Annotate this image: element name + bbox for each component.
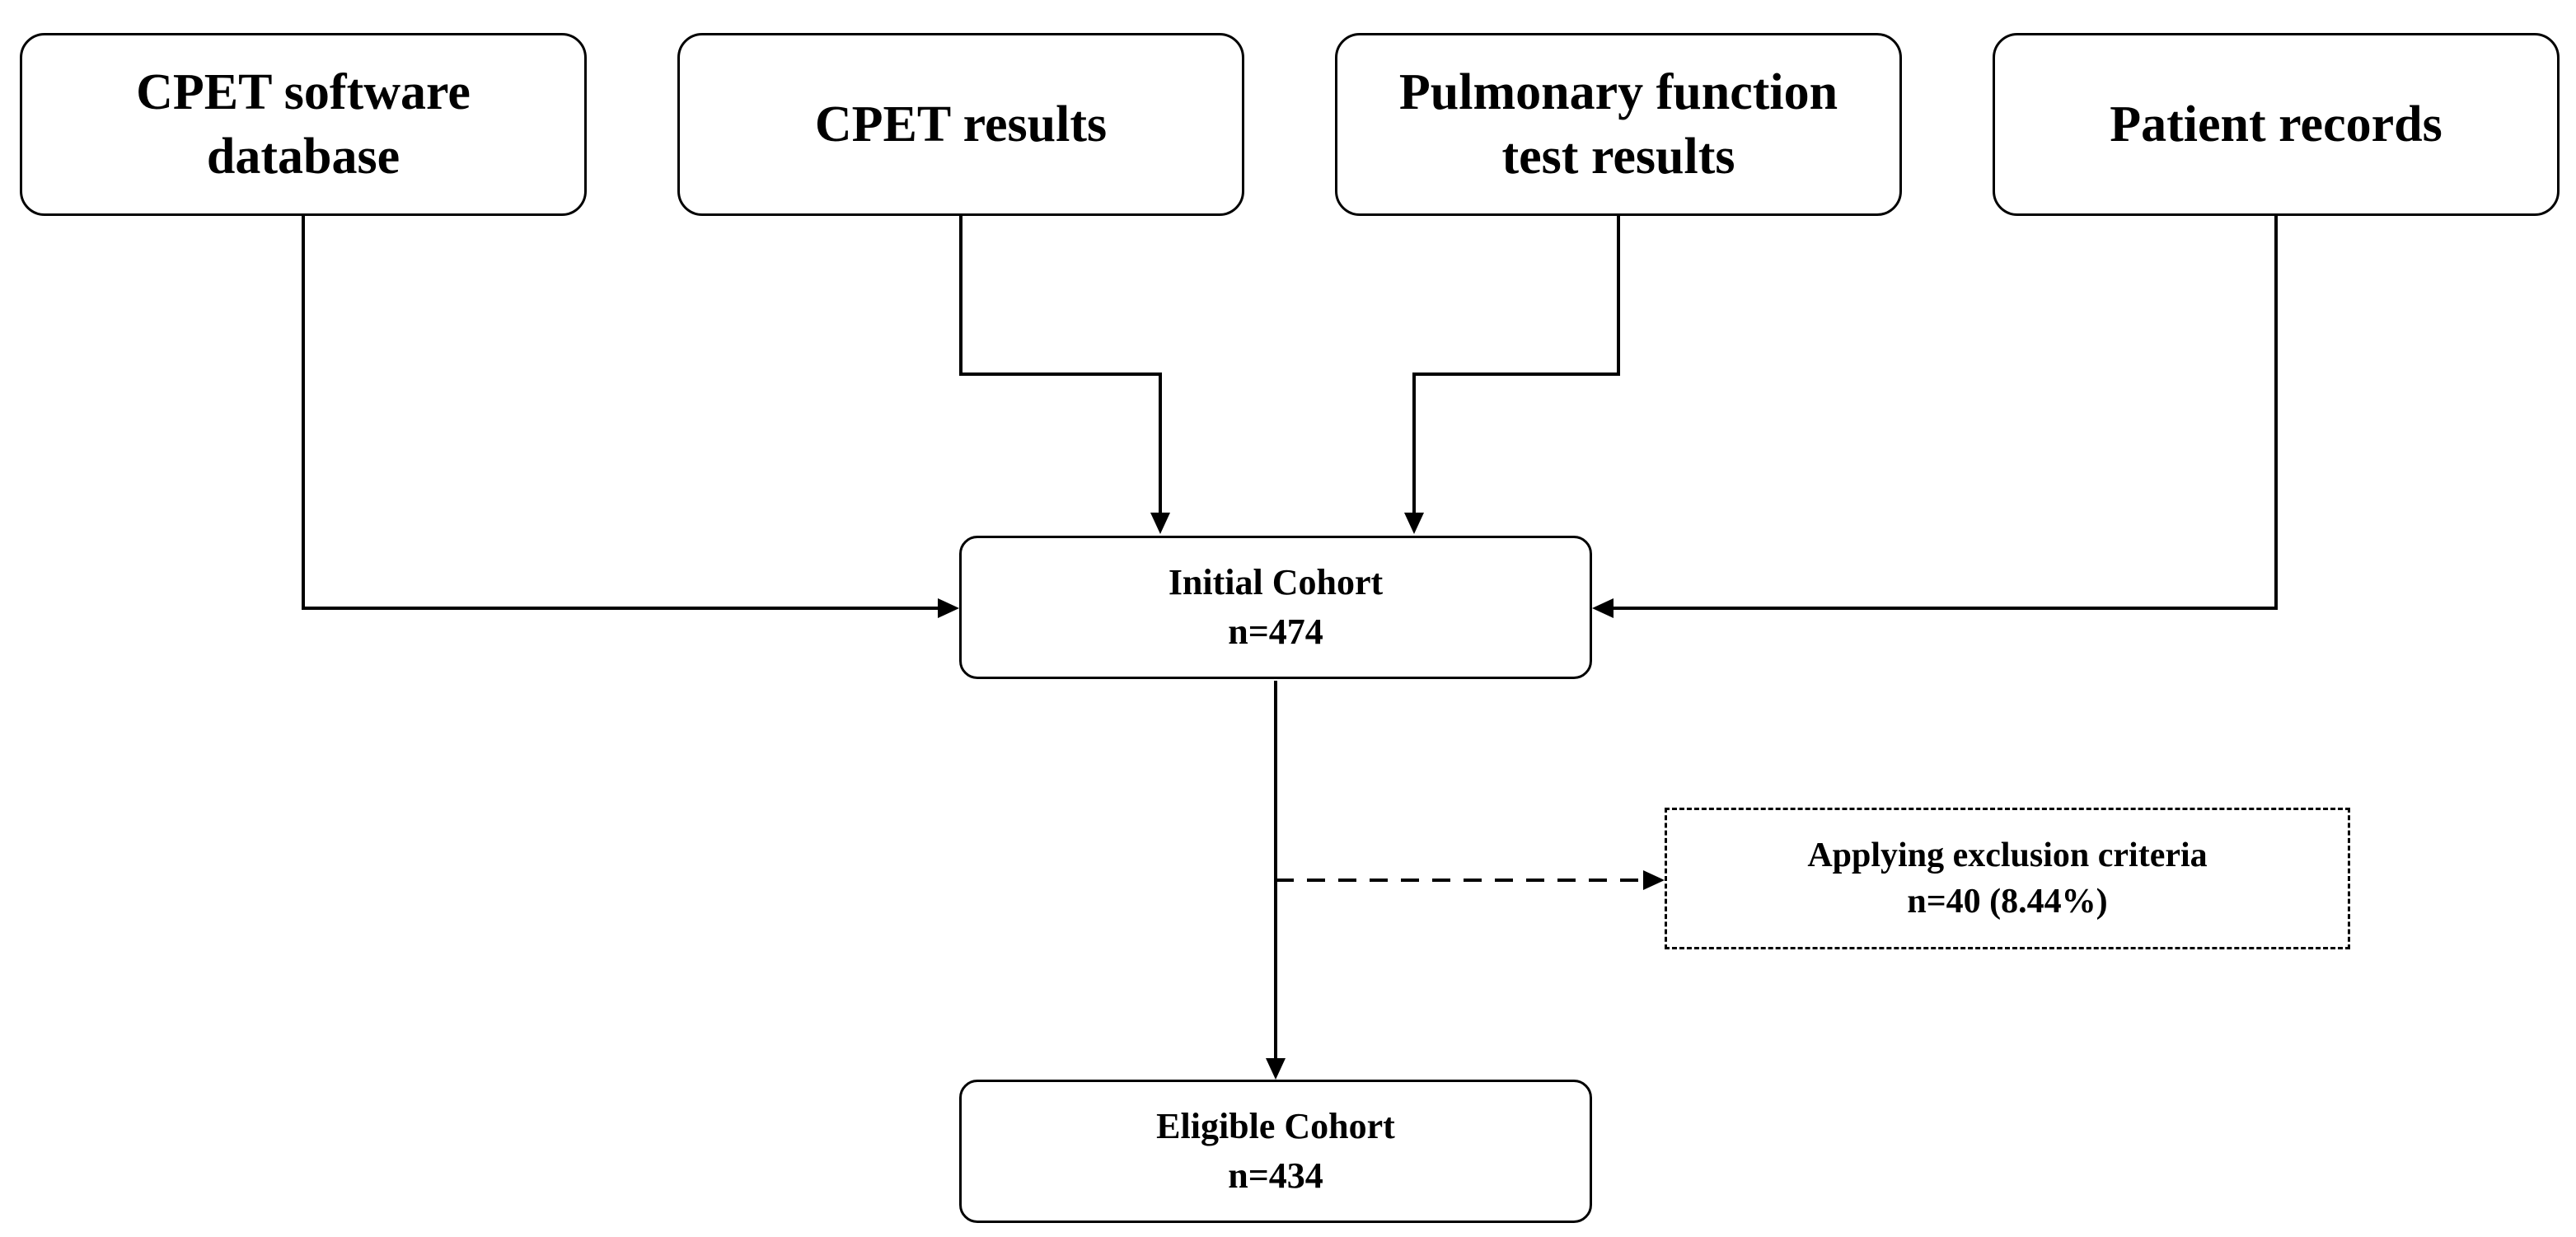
source-label-line: Pulmonary function xyxy=(1398,64,1838,120)
connector-software-to-initial xyxy=(302,216,939,610)
connector-results-to-initial xyxy=(959,216,1162,514)
source-label-line: Patient records xyxy=(2110,96,2443,152)
arrowhead-pft xyxy=(1404,513,1424,534)
eligible-cohort-box: Eligible Cohort n=434 xyxy=(959,1080,1592,1223)
eligible-cohort-count: n=434 xyxy=(1228,1155,1323,1196)
arrowhead-records xyxy=(1592,598,1614,618)
source-box-cpet-software-database: CPET software database xyxy=(20,33,587,216)
initial-cohort-box: Initial Cohort n=474 xyxy=(959,536,1592,679)
exclusion-count: n=40 (8.44%) xyxy=(1907,883,2108,921)
arrowhead-results xyxy=(1150,513,1170,534)
arrowhead-exclusion xyxy=(1643,870,1665,890)
source-label-line: CPET results xyxy=(814,96,1108,152)
exclusion-label: Applying exclusion criteria xyxy=(1807,836,2208,874)
initial-cohort-label: Initial Cohort xyxy=(1168,562,1384,602)
source-label-line: CPET software xyxy=(136,64,471,120)
source-box-pulmonary-function-test-results: Pulmonary function test results xyxy=(1335,33,1902,216)
eligible-cohort-label: Eligible Cohort xyxy=(1156,1106,1395,1146)
arrowhead-software xyxy=(938,598,959,618)
arrowhead-eligible xyxy=(1266,1058,1286,1080)
source-box-patient-records: Patient records xyxy=(1993,33,2560,216)
initial-cohort-count: n=474 xyxy=(1228,611,1323,652)
source-label-line: database xyxy=(206,129,400,185)
source-box-cpet-results: CPET results xyxy=(677,33,1244,216)
exclusion-box: Applying exclusion criteria n=40 (8.44%) xyxy=(1665,808,2350,949)
source-label-line: test results xyxy=(1501,129,1735,185)
connector-pft-to-initial xyxy=(1412,216,1620,514)
connector-records-to-initial xyxy=(1612,216,2278,610)
